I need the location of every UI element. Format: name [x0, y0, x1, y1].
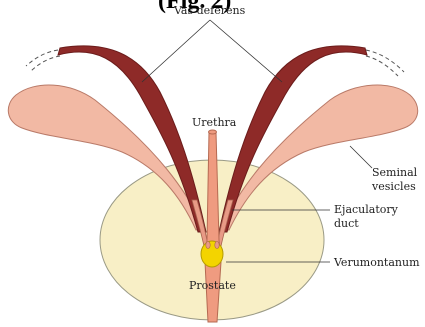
label-seminal-vesicles-line2: vesicles [371, 180, 416, 193]
label-seminal-vesicles-line1: Seminal [372, 166, 418, 179]
label-vas-deferens: Vas deferens [173, 4, 246, 17]
leader-seminal-vesicles [350, 146, 372, 168]
label-prostate: Prostate [189, 279, 236, 292]
leader-vas-deferens-right [210, 20, 282, 82]
verumontanum-duct-right [215, 242, 219, 249]
leader-vas-deferens-left [142, 20, 210, 82]
vas-deferens-right-dashed-continuation [366, 50, 404, 72]
label-verumontanum: Verumontanum [333, 256, 420, 269]
label-ejaculatory-duct-line1: Ejaculatory [334, 203, 399, 216]
label-urethra: Urethra [192, 116, 237, 129]
verumontanum-duct-left [206, 242, 210, 249]
urethra-opening [209, 130, 217, 134]
label-ejaculatory-duct-line2: duct [334, 217, 359, 230]
vas-deferens-right-dashed-continuation-2 [366, 56, 398, 76]
verumontanum [201, 241, 223, 267]
vas-deferens-left-dashed-continuation-2 [30, 56, 60, 72]
